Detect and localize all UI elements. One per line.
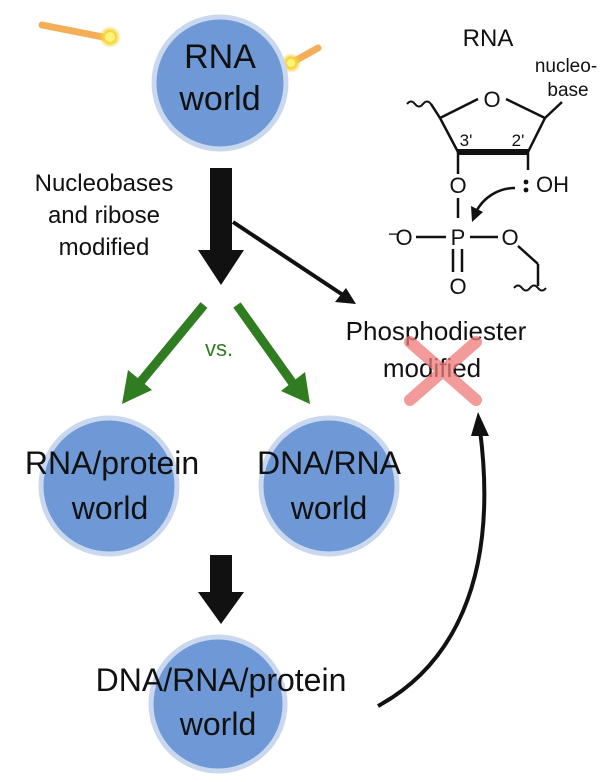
arrow-to-phosphodiester bbox=[231, 220, 356, 304]
position-2prime: 2' bbox=[512, 131, 525, 150]
ring-oxygen: O bbox=[483, 87, 500, 112]
node-dna-rna-world: DNA/RNA world bbox=[257, 415, 402, 557]
curved-arrow-to-phosphodiester bbox=[377, 412, 489, 708]
black-arrow-bottom bbox=[198, 555, 244, 624]
nucleobase-label-line2: base bbox=[547, 80, 588, 101]
phosphate-oxygen-bottom: O bbox=[449, 274, 466, 299]
node-dna-rna-protein-world-line1: DNA/RNA/protein bbox=[96, 662, 347, 698]
position-3prime: 3' bbox=[460, 131, 473, 150]
modification-label-line2: and ribose bbox=[48, 202, 160, 229]
nucleobase-label-line1: nucleo- bbox=[535, 56, 597, 77]
phosphorus: P bbox=[451, 225, 466, 250]
hydroxyl-2prime: OH bbox=[536, 172, 569, 197]
black-arrow-top bbox=[198, 168, 244, 285]
phosphate-oxygen-left: O bbox=[395, 225, 412, 250]
node-dna-rna-world-line1: DNA/RNA bbox=[257, 445, 402, 481]
comet-left bbox=[38, 21, 121, 48]
node-dna-rna-protein-world-line2: world bbox=[179, 706, 256, 742]
node-dna-rna-protein-world: DNA/RNA/protein world bbox=[96, 634, 347, 774]
oxygen-3prime: O bbox=[449, 173, 466, 198]
phosphate-oxygen-right: O bbox=[501, 225, 518, 250]
cross-icon bbox=[404, 336, 482, 406]
structure-title: RNA bbox=[463, 25, 514, 52]
phosphodiester-label-line1: Phosphodiester bbox=[346, 316, 527, 346]
lone-pair-dot-top bbox=[523, 179, 529, 185]
node-rna-protein-world-line1: RNA/protein bbox=[25, 445, 199, 481]
node-rna-protein-world-line2: world bbox=[71, 490, 148, 526]
node-rna-world-line1: RNA bbox=[184, 38, 256, 76]
modification-label-line1: Nucleobases bbox=[35, 170, 174, 197]
minus-sign: − bbox=[388, 224, 399, 244]
node-dna-rna-world-line2: world bbox=[290, 490, 367, 526]
node-rna-world: RNA world bbox=[151, 14, 289, 152]
node-rna-protein-world: RNA/protein world bbox=[25, 415, 199, 557]
green-arrow-right bbox=[233, 302, 310, 404]
green-arrow-left bbox=[122, 302, 208, 404]
node-rna-world-line2: world bbox=[178, 80, 260, 118]
rna-structure: RNA nucleo- base O 3' 2' O OH − O P bbox=[388, 25, 597, 299]
modification-label-line3: modified bbox=[59, 234, 150, 261]
lone-pair-dot-bottom bbox=[523, 187, 529, 193]
wavy-bond-left bbox=[406, 100, 432, 108]
wavy-bond-right bbox=[513, 284, 547, 292]
versus-label: vs. bbox=[205, 336, 233, 361]
modification-label: Nucleobases and ribose modified bbox=[35, 170, 174, 261]
